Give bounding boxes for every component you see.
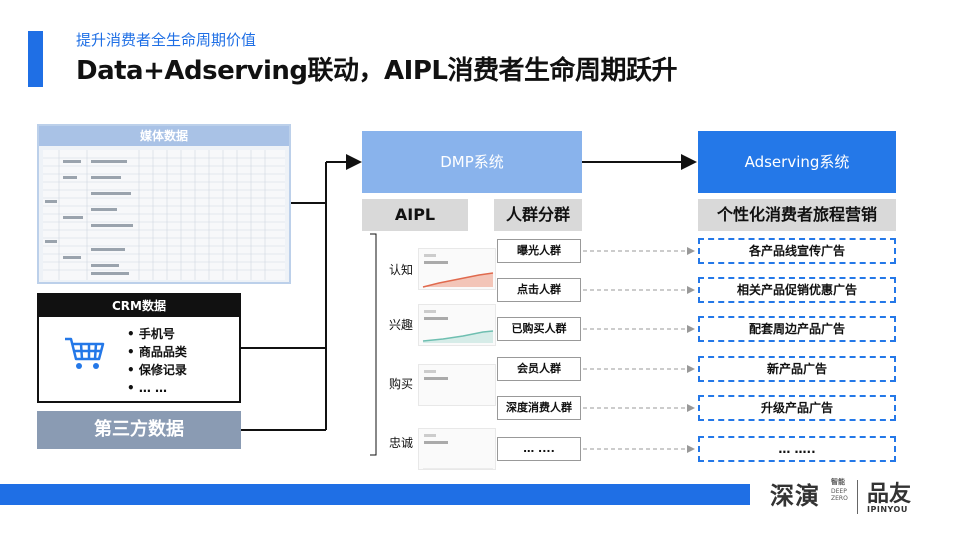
crowd-member: 会员人群: [497, 357, 581, 381]
media-data-title: 媒体数据: [39, 126, 289, 146]
deepzero-logo-en: DEEP ZERO: [831, 488, 848, 502]
ipinyou-logo: 品友: [867, 482, 912, 507]
crowd-deep-consumer: 深度消费人群: [497, 396, 581, 420]
crm-data-list: 手机号 商品品类 保修记录 … …: [127, 325, 187, 397]
page-title: Data+Adserving联动，AIPL消费者生命周期跃升: [76, 56, 677, 86]
third-party-data-box: 第三方数据: [37, 411, 241, 449]
title-accent-bar: [28, 31, 43, 87]
ad-more: … …..: [698, 436, 896, 462]
ad-new-product: 新产品广告: [698, 356, 896, 382]
ad-product-line-promo: 各产品线宣传广告: [698, 238, 896, 264]
media-data-box: 媒体数据: [37, 124, 291, 284]
adserving-system-box: Adserving系统: [698, 131, 896, 193]
deepzero-logo-cn: 智能: [831, 478, 845, 486]
shopping-cart-icon: [65, 337, 105, 369]
crm-item: 保修记录: [127, 361, 187, 379]
loyalty-trend-thumbnail: [418, 428, 496, 470]
crowd-more: … ....: [497, 437, 581, 461]
awareness-trend-thumbnail: [418, 248, 496, 290]
ad-related-discount: 相关产品促销优惠广告: [698, 277, 896, 303]
stage-interest: 兴趣: [389, 318, 414, 332]
crowd-segmentation-header: 人群分群: [494, 199, 582, 231]
purchase-trend-thumbnail: [418, 364, 496, 406]
page-subtitle: 提升消费者全生命周期价值: [76, 31, 257, 49]
crowd-exposure: 曝光人群: [497, 239, 581, 263]
crm-item: … …: [127, 379, 187, 397]
aipl-header: AIPL: [362, 199, 468, 231]
ipinyou-logo-en: IPINYOU: [867, 505, 908, 514]
deepzero-logo: 深演: [770, 482, 820, 510]
stage-awareness: 认知: [389, 263, 414, 277]
crowd-purchased: 已购买人群: [497, 317, 581, 341]
crm-data-box: CRM数据 手机号 商品品类 保修记录 … …: [37, 293, 241, 403]
footer-bar: [0, 484, 750, 505]
media-data-table-thumbnail: [43, 150, 285, 280]
crm-item: 商品品类: [127, 343, 187, 361]
interest-trend-thumbnail: [418, 304, 496, 346]
logo-separator: [857, 480, 858, 514]
crm-item: 手机号: [127, 325, 187, 343]
aipl-bracket: [370, 233, 377, 456]
ad-upgrade-product: 升级产品广告: [698, 395, 896, 421]
ad-accessories: 配套周边产品广告: [698, 316, 896, 342]
crowd-click: 点击人群: [497, 278, 581, 302]
personalized-marketing-header: 个性化消费者旅程营销: [698, 199, 896, 231]
dmp-system-box: DMP系统: [362, 131, 582, 193]
stage-purchase: 购买: [389, 377, 414, 391]
crm-data-title: CRM数据: [39, 295, 239, 317]
stage-loyalty: 忠诚: [389, 436, 414, 450]
